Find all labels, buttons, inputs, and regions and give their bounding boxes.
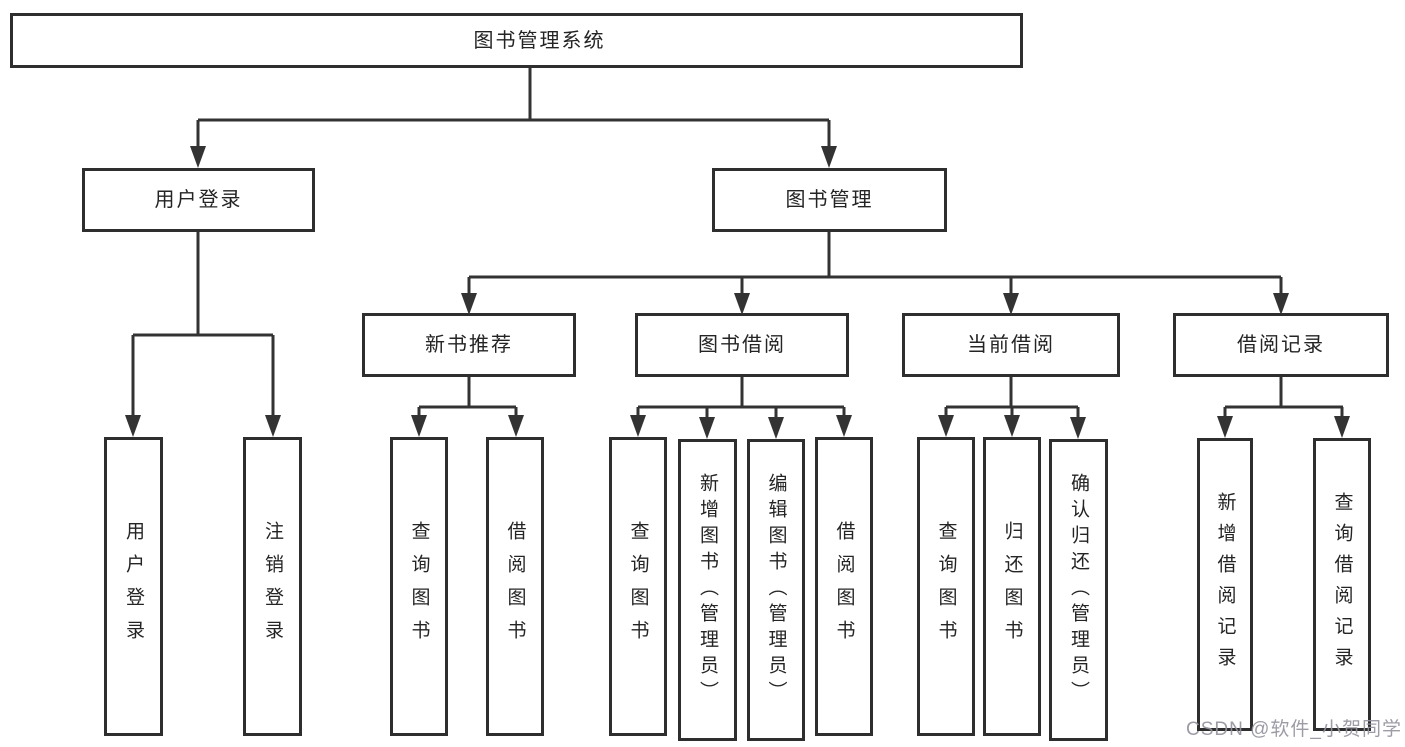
node-add-borrow-record: 新增借阅记录 <box>1197 438 1253 731</box>
node-book-management: 图书管理 <box>712 168 947 232</box>
arrowhead <box>508 415 524 437</box>
arrowhead <box>1004 415 1020 437</box>
node-current-borrowing: 当前借阅 <box>902 313 1120 377</box>
node-logout: 注销登录 <box>243 437 302 736</box>
arrowhead <box>1217 416 1233 438</box>
node-new-book-recommendation: 新书推荐 <box>362 313 576 377</box>
arrowhead <box>821 146 837 168</box>
arrowhead <box>768 417 784 439</box>
node-confirm-return-admin: 确认归还（管理员） <box>1049 439 1108 741</box>
arrowhead <box>938 415 954 437</box>
node-add-book-admin: 新增图书（管理员） <box>678 439 737 741</box>
arrowhead <box>699 417 715 439</box>
watermark: CSDN @软件_小贺同学 <box>1186 719 1402 740</box>
arrowhead <box>190 146 206 168</box>
arrowhead <box>265 415 281 437</box>
arrowhead <box>1334 416 1350 438</box>
arrowhead <box>1003 293 1019 315</box>
node-user-login: 用户登录 <box>82 168 315 232</box>
arrowhead <box>630 415 646 437</box>
node-query-books-borrow: 查询图书 <box>609 437 667 736</box>
node-query-borrow-record: 查询借阅记录 <box>1313 438 1371 731</box>
arrowhead <box>411 415 427 437</box>
node-borrow-books-borrow: 借阅图书 <box>815 437 873 736</box>
arrowhead <box>1070 417 1086 439</box>
node-query-books-current: 查询图书 <box>917 437 975 736</box>
arrowhead <box>734 293 750 315</box>
arrowhead <box>836 415 852 437</box>
node-query-books-recommend: 查询图书 <box>390 437 448 736</box>
node-return-books: 归还图书 <box>983 437 1041 736</box>
arrowhead <box>1273 293 1289 315</box>
node-borrowing-records: 借阅记录 <box>1173 313 1389 377</box>
node-user-login-leaf: 用户登录 <box>104 437 163 736</box>
arrowhead <box>461 293 477 315</box>
node-library-management-system: 图书管理系统 <box>10 13 1023 68</box>
arrowhead <box>125 415 141 437</box>
node-book-borrowing: 图书借阅 <box>635 313 849 377</box>
node-borrow-books-recommend: 借阅图书 <box>486 437 544 736</box>
node-edit-book-admin: 编辑图书（管理员） <box>747 439 805 741</box>
